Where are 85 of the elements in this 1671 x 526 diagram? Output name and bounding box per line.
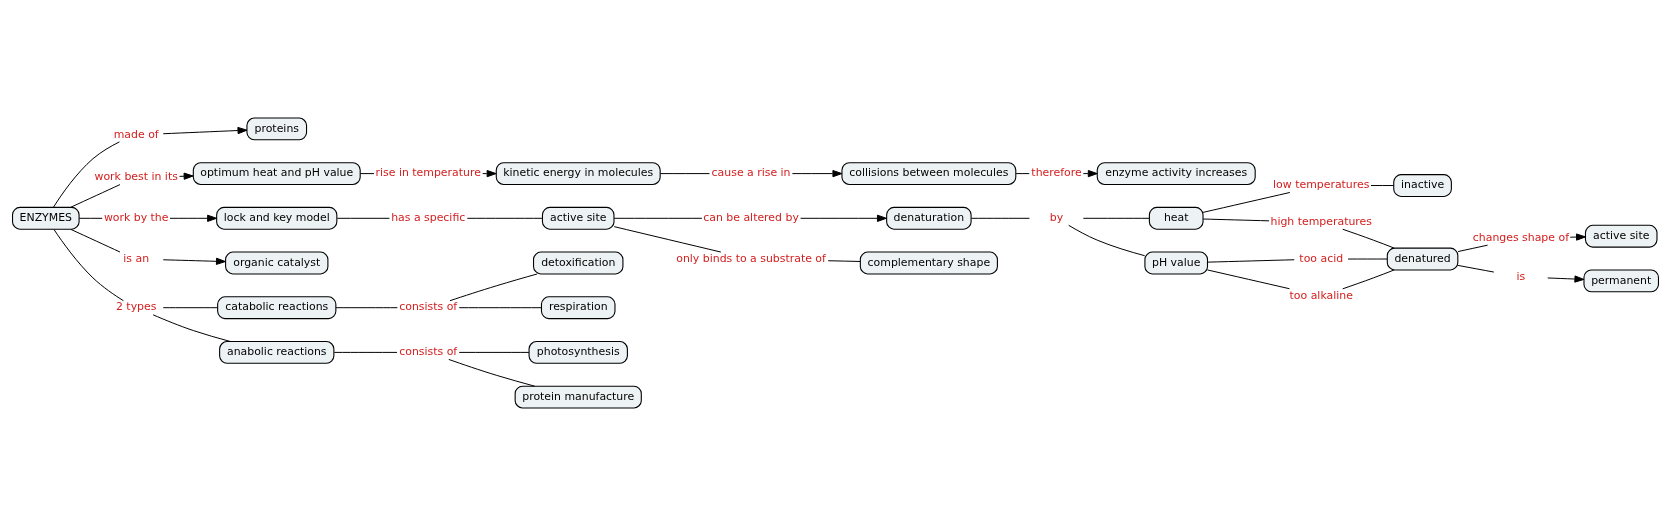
node-text: by [1049,211,1064,225]
connector [70,228,121,253]
node-box: photosynthesis [528,340,628,364]
arrow [1569,233,1586,241]
node-box: organic catalyst [225,251,329,275]
node-box: pH value [1144,251,1209,275]
connector [1015,173,1030,175]
connector [613,226,722,253]
connector [1347,258,1388,260]
node-box: respiration [540,296,616,320]
node-box: detoxification [533,251,624,275]
connector [336,217,390,219]
connector [1082,217,1150,219]
connector [53,141,120,208]
node-box: ENZYMES [11,206,80,230]
node-box: kinetic energy in molecules [495,162,661,186]
node-text: only binds to a substrate of [676,251,826,265]
connector [1457,244,1489,253]
node-text: has a specific [391,211,466,225]
node-box: catabolic reactions [217,296,337,320]
node-text: consists of [399,345,458,359]
connector [1207,259,1295,263]
connector [1342,269,1395,290]
node-text: too acid [1299,251,1344,265]
connector [162,307,218,309]
connector [152,314,231,342]
node-text: therefore [1031,166,1082,180]
connector [1457,264,1495,273]
arrow [1547,275,1585,283]
node-text: rise in temperature [375,166,481,180]
connector [466,217,543,219]
connector [1342,228,1395,249]
connector [78,217,103,219]
connector [659,173,710,175]
node-text: consists of [399,300,458,314]
arrow [800,214,887,222]
node-text: work best in its [94,170,178,184]
node-box: heat [1148,206,1204,230]
node-box: inactive [1393,174,1452,197]
connector [970,217,1030,219]
node-box: denatured [1386,247,1459,271]
node-text: low temperatures [1273,178,1370,192]
connector [613,217,703,219]
connector [1068,224,1146,257]
arrow [1082,169,1098,178]
node-box: collisions between molecules [841,162,1017,186]
node-box: protein manufacture [514,385,642,409]
node-text: can be altered by [703,211,799,225]
connector [1202,218,1270,222]
node-text: made of [113,127,159,141]
node-text: is [1516,269,1526,283]
connector [53,229,124,302]
arrow [169,214,218,222]
connector [448,358,536,387]
node-box: anabolic reactions [219,340,335,364]
node-box: denaturation [886,206,972,230]
node-text: cause a rise in [711,166,791,180]
node-box: permanent [1583,269,1660,293]
connector [333,351,398,353]
node-box: lock and key model [216,206,338,230]
node-box: enzyme activity increases [1096,162,1256,186]
node-box: optimum heat and pH value [192,162,361,186]
arrow [162,257,226,265]
connector [1202,192,1291,213]
connector [1370,185,1395,186]
connector [458,307,542,309]
arrow [791,169,843,178]
connector [70,184,121,208]
node-text: 2 types [115,300,157,314]
node-text: work by the [103,211,169,225]
node-box: active site [541,206,615,230]
connector [335,307,398,309]
node-text: changes shape of [1472,230,1569,244]
node-box: proteins [246,117,308,141]
node-box: active site [1584,224,1658,248]
node-text: is an [123,251,150,265]
connector [359,173,375,175]
connector [458,351,530,353]
connector [1207,269,1290,290]
connector [449,273,538,302]
arrow [162,126,248,135]
node-text: high temperatures [1270,215,1372,229]
node-text: too alkaline [1289,288,1353,302]
node-box: complementary shape [859,251,998,275]
connector [827,260,861,262]
